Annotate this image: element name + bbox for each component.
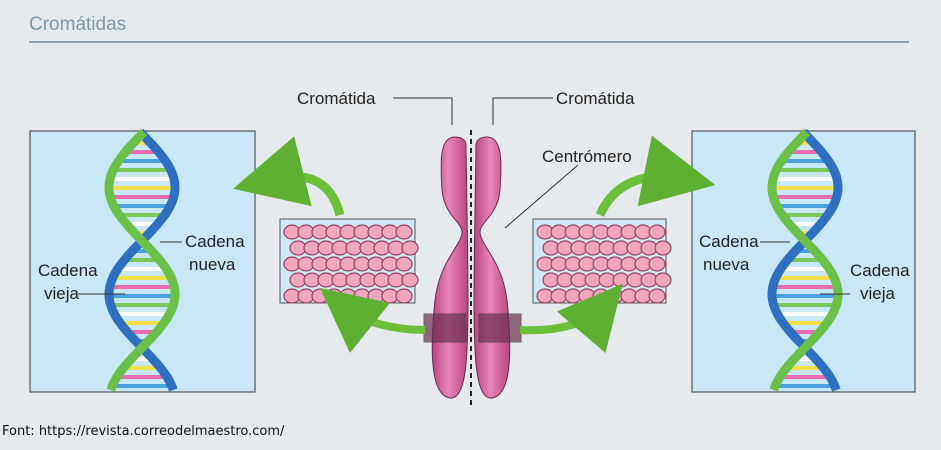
arrow-to-right-helix (595, 135, 716, 217)
chromatin-coil (648, 224, 666, 240)
chromatin-sample-left (423, 313, 467, 343)
chromatin-coil (648, 288, 666, 304)
right-dna-helix (767, 128, 843, 392)
arrow-to-left-helix (233, 136, 345, 217)
leader-line (504, 164, 579, 229)
arrow-to-right-box (519, 283, 623, 354)
left-chromatid (431, 136, 469, 399)
chromatin-coil (654, 272, 672, 288)
left-chromatin-coils (283, 224, 419, 304)
page-title: Cromátidas (29, 14, 127, 35)
leader-line (492, 97, 553, 125)
right-old-strand-label-1: Cadena (850, 261, 910, 280)
left-new-strand-label-2: nueva (189, 255, 236, 274)
chromatid-right-label: Cromátida (556, 89, 635, 108)
left-old-strand-label-1: Cadena (38, 261, 98, 280)
source-footnote: Font: https://revista.correodelmaestro.c… (2, 424, 285, 439)
chromatin-coil (401, 240, 419, 256)
right-chromatid (473, 136, 511, 399)
left-new-strand-label-1: Cadena (185, 232, 245, 251)
leader-lines (78, 97, 850, 295)
chromatin-sample-right (478, 313, 522, 343)
dna-strand (104, 128, 180, 392)
right-old-strand-label-2: vieja (860, 284, 896, 303)
leader-line (393, 97, 453, 125)
chromatin-coil (395, 224, 413, 240)
right-new-strand-label-1: Cadena (699, 232, 759, 251)
chromatin-coil (395, 288, 413, 304)
chromatin-coil (648, 256, 666, 272)
right-chromatin-coils (536, 224, 672, 304)
chromatin-coil (654, 240, 672, 256)
chromosome (423, 130, 522, 405)
right-new-strand-label-2: nueva (703, 255, 750, 274)
chromatid-left-label: Cromátida (297, 89, 376, 108)
left-old-strand-label-2: vieja (44, 284, 80, 303)
chromatin-coil (401, 272, 419, 288)
arrow-to-left-box (320, 288, 426, 353)
left-dna-helix (104, 128, 180, 392)
dna-strand (767, 128, 843, 392)
title-divider (29, 41, 909, 43)
chromatin-coil (395, 256, 413, 272)
centromere-label: Centrómero (542, 147, 632, 166)
